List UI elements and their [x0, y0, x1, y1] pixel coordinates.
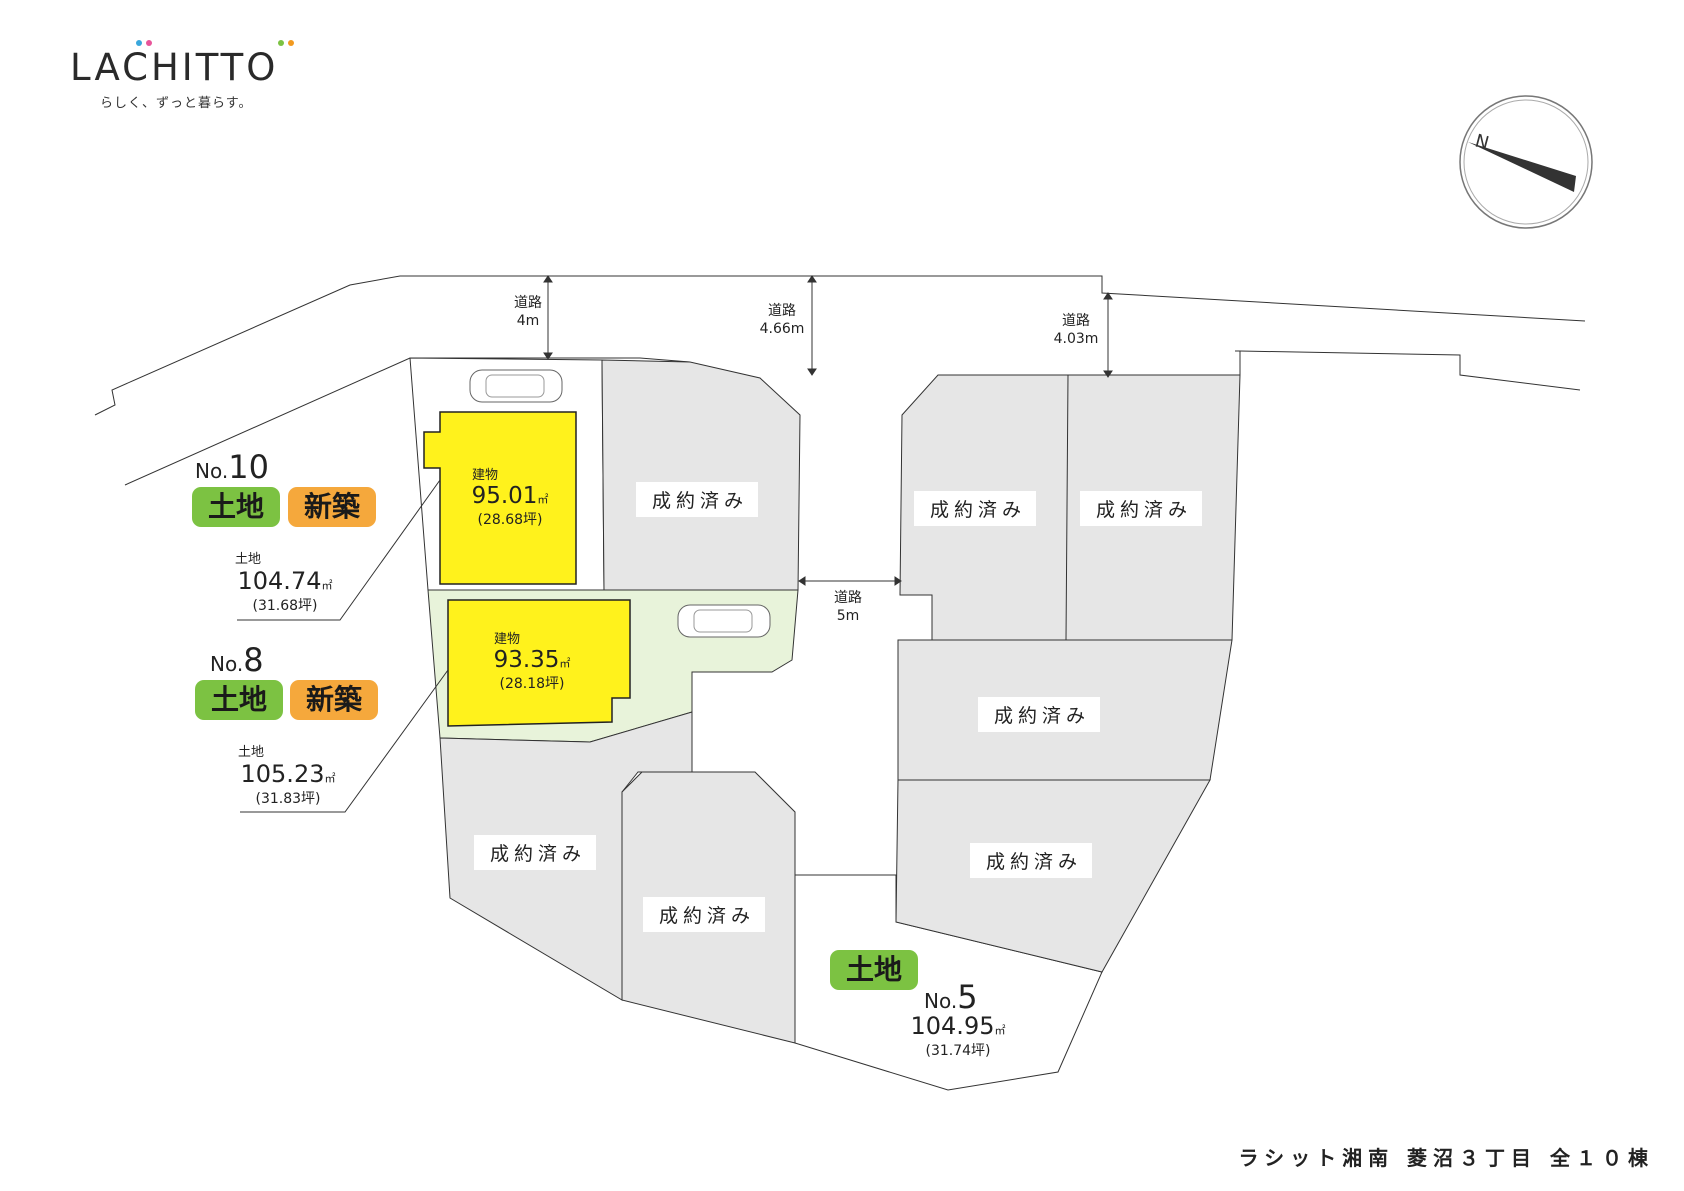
- lot-8-building[interactable]: [447, 599, 631, 727]
- road-label-4m: 道路 4m: [498, 294, 558, 330]
- sold-label: 成約済み: [914, 491, 1037, 526]
- road-dimension-arrows: [543, 275, 1113, 586]
- area-unit: ㎡: [537, 493, 549, 506]
- building-label: 建物: [494, 632, 521, 647]
- land-badge: 土地: [192, 487, 280, 527]
- sold-lot-1[interactable]: [601, 359, 801, 591]
- sold-label: 成約済み: [970, 843, 1093, 878]
- logo-dot-blue: [136, 40, 142, 46]
- car-icon: [677, 604, 771, 638]
- lot-number-prefix: No.: [924, 989, 958, 1013]
- area-unit: ㎡: [559, 657, 571, 670]
- lot-10-building-info: 建物 95.01㎡ (28.68坪): [460, 464, 560, 529]
- logo-dot-orange: [288, 40, 294, 46]
- logo-tagline: らしく、ずっと暮らす。: [100, 96, 253, 111]
- road-boundary-west: [124, 357, 691, 486]
- lot-8-land-info: 土地 105.23㎡ (31.83坪): [238, 741, 338, 808]
- sold-label: 成約済み: [474, 835, 597, 870]
- lot-10-building[interactable]: [423, 411, 577, 585]
- north-arrow-icon: N: [1459, 95, 1593, 229]
- road-width-text: 4.03m: [1053, 331, 1099, 347]
- road-label-text: 道路: [768, 303, 796, 319]
- lot-8-number: No.8: [210, 641, 264, 679]
- logo-text: LACHITTO: [70, 46, 279, 89]
- road-width-text: 5m: [836, 608, 860, 624]
- lot-5-land-info: 104.95㎡ (31.74坪): [903, 1012, 1013, 1060]
- area-unit: ㎡: [321, 579, 333, 592]
- lot-number-prefix: No.: [195, 459, 229, 483]
- area-unit: ㎡: [324, 772, 336, 785]
- new-build-badge: 新築: [290, 680, 378, 720]
- lot-10-number: No.10: [195, 448, 269, 486]
- land-tsubo: (31.74坪): [925, 1043, 991, 1059]
- lot-number-value: 8: [243, 641, 264, 679]
- road-label-4-66m: 道路 4.66m: [752, 302, 812, 338]
- land-area: 104.95: [910, 1012, 995, 1040]
- land-area: 104.74: [237, 567, 322, 595]
- land-badge: 土地: [830, 950, 918, 990]
- land-label: 土地: [235, 552, 262, 567]
- road-label-text: 道路: [834, 590, 862, 606]
- logo-dot-green: [278, 40, 284, 46]
- building-area: 93.35: [493, 647, 560, 673]
- road-label-text: 道路: [1062, 313, 1090, 329]
- building-tsubo: (28.68坪): [477, 512, 543, 528]
- road-width-text: 4m: [516, 313, 540, 329]
- lot-number-value: 5: [957, 978, 978, 1016]
- land-badge: 土地: [195, 680, 283, 720]
- lot-5-number: No.5: [924, 978, 978, 1016]
- lot-8-building-info: 建物 93.35㎡ (28.18坪): [482, 628, 582, 693]
- land-tsubo: (31.83坪): [255, 791, 321, 807]
- road-boundary-north: [94, 275, 1586, 416]
- road-label-text: 道路: [514, 295, 542, 311]
- land-label: 土地: [238, 745, 265, 760]
- building-label: 建物: [472, 468, 499, 483]
- leader-line-no10: [237, 479, 441, 621]
- brand-logo: LACHITTO らしく、ずっと暮らす。: [70, 40, 310, 112]
- road-label-5m: 道路 5m: [818, 589, 878, 625]
- property-title: ラシット湘南 菱沼３丁目 全１０棟: [1238, 1146, 1654, 1170]
- car-icon: [469, 369, 563, 403]
- sold-label: 成約済み: [1080, 491, 1203, 526]
- sold-label: 成約済み: [978, 697, 1101, 732]
- new-build-badge: 新築: [288, 487, 376, 527]
- road-boundary-east: [1235, 350, 1581, 391]
- leader-line-no8: [240, 669, 449, 813]
- land-tsubo: (31.68坪): [252, 598, 318, 614]
- logo-dot-pink: [146, 40, 152, 46]
- lot-10-land-info: 土地 104.74㎡ (31.68坪): [235, 548, 335, 615]
- building-area: 95.01: [471, 483, 538, 509]
- lot-number-prefix: No.: [210, 652, 244, 676]
- road-width-text: 4.66m: [759, 321, 805, 337]
- lot-5-land[interactable]: [794, 874, 1103, 1091]
- land-area: 105.23: [240, 760, 325, 788]
- svg-text:N: N: [1473, 131, 1491, 155]
- building-tsubo: (28.18坪): [499, 676, 565, 692]
- area-unit: ㎡: [994, 1024, 1006, 1037]
- road-label-4-03m: 道路 4.03m: [1046, 312, 1106, 348]
- sold-label: 成約済み: [643, 897, 766, 932]
- lot-number-value: 10: [228, 448, 269, 486]
- sold-label: 成約済み: [636, 482, 759, 517]
